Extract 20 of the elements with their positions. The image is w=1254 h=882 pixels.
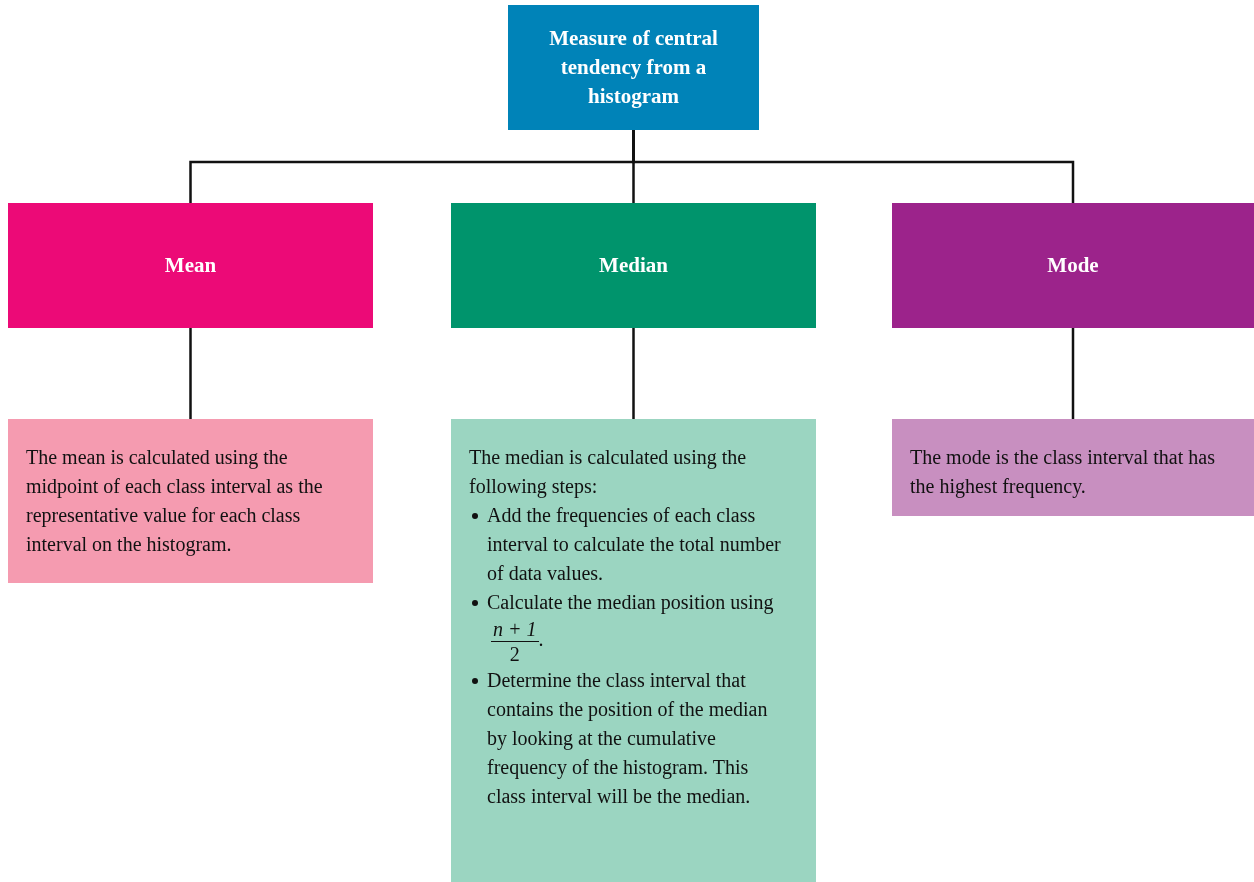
- description-box: [8, 419, 373, 583]
- connector-line: [632, 328, 635, 419]
- description-box: [451, 419, 816, 882]
- connector-line: [632, 130, 1075, 203]
- category-box: [8, 203, 373, 328]
- bullet-text: Add the frequencies of each class interval to calculate the total number of data values.: [469, 501, 782, 588]
- heading-text: Median: [599, 252, 668, 279]
- bullet-text: Determine the class interval that contains the position of the median by looking at the cumulative frequency of the histogram. This class interval will be the median.: [469, 666, 782, 811]
- description-text: The median is calculated using the following steps:: [469, 445, 748, 500]
- category-box: [508, 5, 759, 130]
- heading-text: Measure of central tendency from a histogram: [548, 25, 719, 110]
- connector-line: [189, 328, 192, 419]
- category-box: [451, 203, 816, 328]
- heading-text: Mode: [1047, 252, 1099, 279]
- description-text: The mode is the class interval that has the highest frequency.: [910, 445, 1216, 500]
- heading-text: Mean: [164, 252, 217, 279]
- description-box: [892, 419, 1254, 516]
- connector-line: [1071, 328, 1075, 419]
- description-text: The mean is calculated using the midpoint of each class interval as the representative value for each class interval on the histogram.: [26, 445, 324, 558]
- category-box: [892, 203, 1254, 328]
